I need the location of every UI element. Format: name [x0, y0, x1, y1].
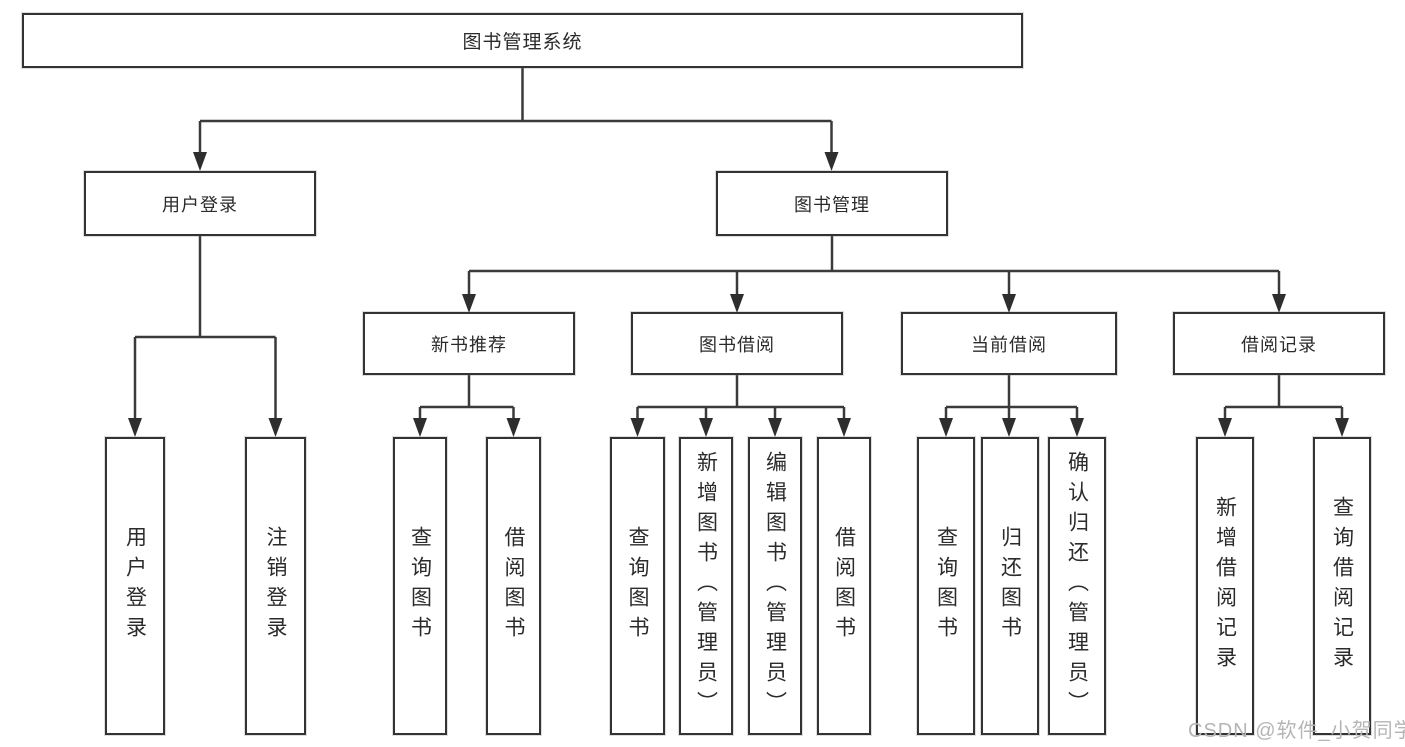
node-new-book-recommend: 新书推荐: [363, 312, 575, 375]
leaf-borrow-query-books: 查询图书: [610, 437, 665, 735]
node-current-borrow: 当前借阅: [901, 312, 1117, 375]
leaf-recommend-borrow-books: 借阅图书: [486, 437, 541, 735]
node-borrow-record: 借阅记录: [1173, 312, 1385, 375]
node-root: 图书管理系统: [22, 13, 1023, 68]
leaf-recommend-query-books: 查询图书: [393, 437, 447, 735]
leaf-borrow-books: 借阅图书: [817, 437, 871, 735]
csdn-watermark: CSDN @软件_小贺同学: [1188, 720, 1405, 742]
leaf-logout: 注销登录: [245, 437, 306, 735]
leaf-add-borrow-record: 新增借阅记录: [1196, 437, 1254, 735]
leaf-add-books-admin: 新增图书（管理员）: [679, 437, 733, 735]
leaf-confirm-return-admin: 确认归还（管理员）: [1048, 437, 1106, 735]
leaf-user-login: 用户登录: [105, 437, 165, 735]
leaf-return-books: 归还图书: [981, 437, 1039, 735]
node-book-borrow: 图书借阅: [631, 312, 843, 375]
leaf-edit-books-admin: 编辑图书（管理员）: [748, 437, 802, 735]
node-book-management: 图书管理: [716, 171, 948, 236]
leaf-current-query-books: 查询图书: [917, 437, 975, 735]
leaf-query-borrow-record: 查询借阅记录: [1313, 437, 1371, 735]
node-user-login: 用户登录: [84, 171, 316, 236]
